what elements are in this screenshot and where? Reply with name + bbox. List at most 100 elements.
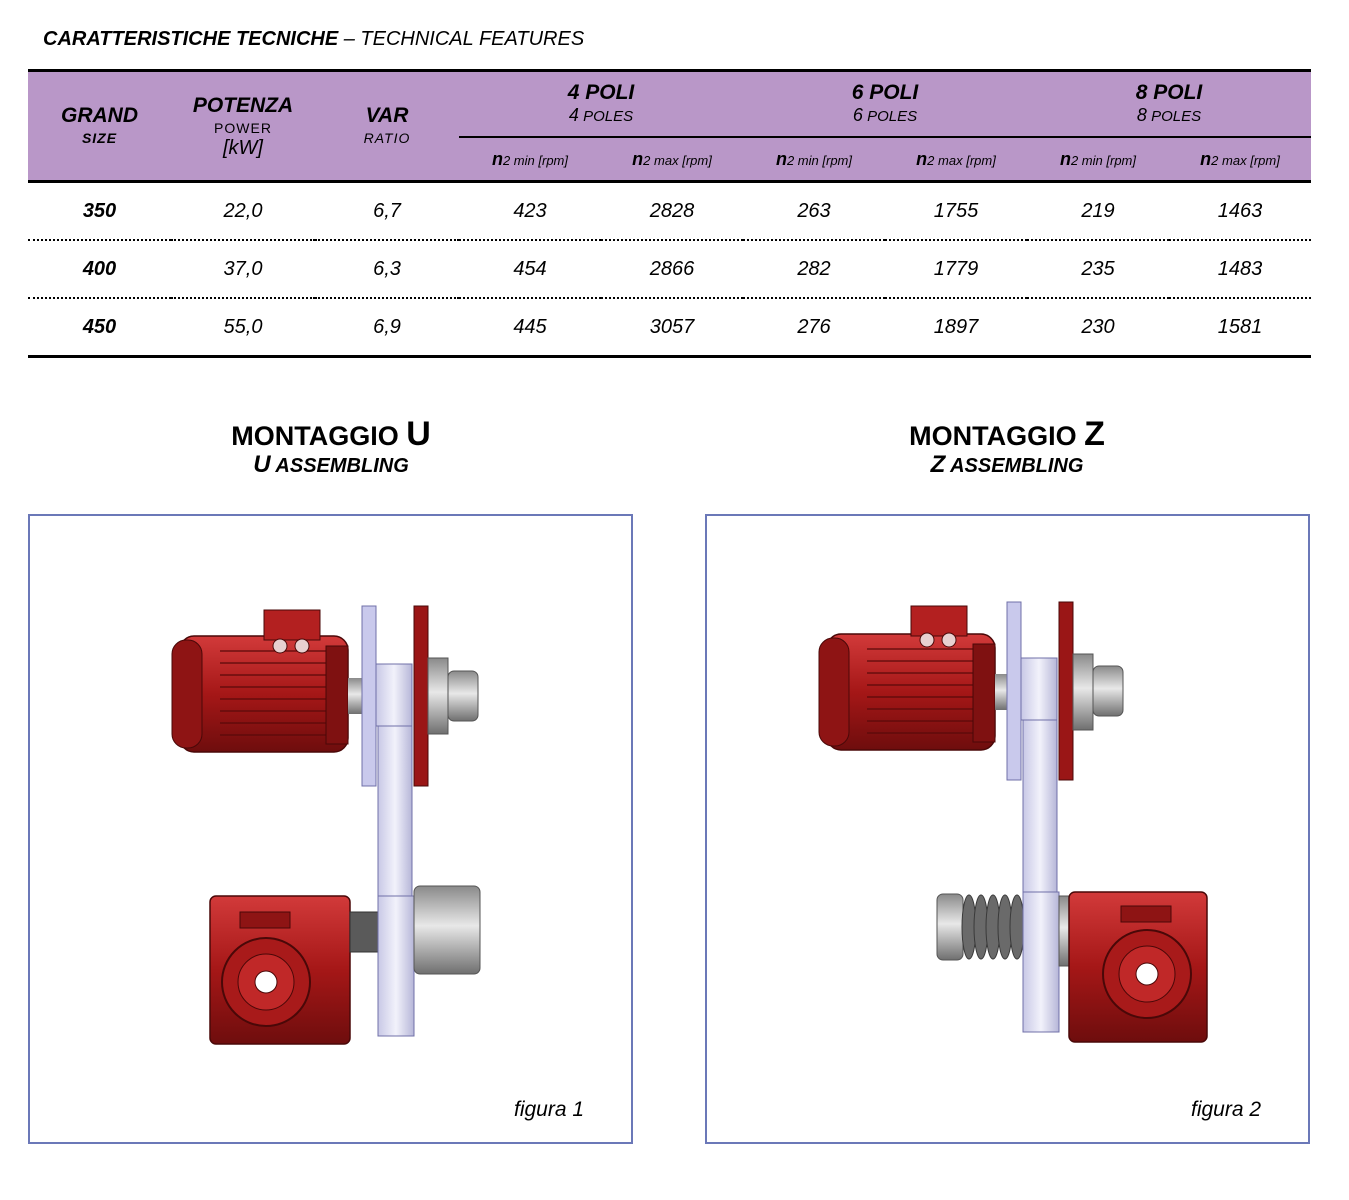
cell-value: 454 xyxy=(459,240,601,299)
rpm-unit: [rpm] xyxy=(1106,152,1137,168)
rpm-unit: [rpm] xyxy=(682,152,712,168)
cell-power: 37,0 xyxy=(171,240,315,299)
assembly-z-title: MONTAGGIO Z Z ASSEMBLING xyxy=(807,415,1207,479)
u-assembly-illustration xyxy=(171,605,481,1045)
cell-ratio: 6,7 xyxy=(315,181,459,241)
header-n2-max: n2 max [rpm] xyxy=(1169,137,1311,182)
assembly-title-text: MONTAGGIO xyxy=(909,421,1085,451)
assembly-z-subtitle: Z ASSEMBLING xyxy=(807,452,1207,479)
group-sub-text: POLES xyxy=(583,108,634,125)
header-ratio-sub: RATIO xyxy=(363,130,411,146)
cell-size: 350 xyxy=(28,181,171,241)
cell-value: 1779 xyxy=(885,240,1027,299)
header-group-4-poles: 4 POLI 4 POLES xyxy=(459,70,743,138)
cell-ratio: 6,9 xyxy=(315,298,459,358)
cell-size: 450 xyxy=(28,298,171,358)
worm-gearbox xyxy=(1068,891,1208,1043)
rpm-unit: [rpm] xyxy=(538,152,569,168)
electric-motor xyxy=(818,605,996,751)
cell-value: 1897 xyxy=(885,298,1027,358)
header-n2-max: n2 max [rpm] xyxy=(885,137,1027,182)
figure-1-caption: figura 1 xyxy=(514,1098,585,1121)
cell-value: 276 xyxy=(743,298,885,358)
group-main: 4 POLI xyxy=(567,81,635,104)
cell-value: 219 xyxy=(1027,181,1169,241)
cell-value: 235 xyxy=(1027,240,1169,299)
header-n2-min: n2 min [rpm] xyxy=(1027,137,1169,182)
group-sub-text: POLES xyxy=(1151,108,1202,125)
variator-pulley xyxy=(348,605,479,787)
n-symbol: n xyxy=(916,148,928,169)
n-max-label: 2 max xyxy=(927,152,963,168)
assembly-sub-text: ASSEMBLING xyxy=(945,455,1084,477)
header-power-sub: POWER xyxy=(214,120,272,136)
group-sub: 6 POLES xyxy=(743,105,1027,127)
cell-value: 263 xyxy=(743,181,885,241)
assembly-title-letter: Z xyxy=(1084,415,1105,453)
cell-value: 445 xyxy=(459,298,601,358)
rpm-unit: [rpm] xyxy=(822,152,853,168)
n-max-label: 2 max xyxy=(1211,152,1247,168)
cell-power: 55,0 xyxy=(171,298,315,358)
page-title: CARATTERISTICHE TECNICHE – TECHNICAL FEA… xyxy=(43,28,584,51)
header-power-unit: [kW] xyxy=(223,137,263,159)
header-size: GRAND SIZE xyxy=(28,70,171,182)
header-size-main: GRAND xyxy=(61,104,138,127)
header-group-8-poles: 8 POLI 8 POLES xyxy=(1027,70,1311,138)
group-sub-num: 8 xyxy=(1136,105,1147,125)
assembly-sub-letter: U xyxy=(253,451,271,478)
assembly-title-text: MONTAGGIO xyxy=(231,421,407,451)
electric-motor xyxy=(171,609,349,753)
header-n2-min: n2 min [rpm] xyxy=(459,137,601,182)
n-max-label: 2 max xyxy=(643,152,679,168)
assembly-u-title: MONTAGGIO U U ASSEMBLING xyxy=(131,415,531,479)
page-title-bold: CARATTERISTICHE TECNICHE xyxy=(43,28,339,50)
header-size-sub: SIZE xyxy=(81,130,118,146)
variator-pulley xyxy=(995,601,1124,781)
header-ratio-main: VAR xyxy=(365,104,409,127)
table-row: 450 55,0 6,9 445 3057 276 1897 230 1581 xyxy=(28,298,1311,358)
cell-value: 282 xyxy=(743,240,885,299)
figure-2-caption: figura 2 xyxy=(1191,1098,1262,1121)
header-group-6-poles: 6 POLI 6 POLES xyxy=(743,70,1027,138)
page-title-rest: – TECHNICAL FEATURES xyxy=(338,28,585,50)
figure-1-box: figura 1 xyxy=(28,514,633,1144)
n-min-label: 2 min xyxy=(1070,152,1103,168)
group-sub-num: 4 xyxy=(568,105,579,125)
table-row: 350 22,0 6,7 423 2828 263 1755 219 1463 xyxy=(28,181,1311,241)
table-row: 400 37,0 6,3 454 2866 282 1779 235 1483 xyxy=(28,240,1311,299)
group-sub-num: 6 xyxy=(852,105,863,125)
assembly-title-letter: U xyxy=(406,415,431,453)
header-n2-min: n2 min [rpm] xyxy=(743,137,885,182)
group-main: 8 POLI xyxy=(1135,81,1203,104)
technical-features-table: GRAND SIZE POTENZA POWER [kW] VAR RATIO … xyxy=(28,69,1311,358)
assembly-z-title-main: MONTAGGIO Z xyxy=(807,415,1207,453)
group-main: 6 POLI xyxy=(851,81,919,104)
cell-value: 230 xyxy=(1027,298,1169,358)
assembly-u-title-main: MONTAGGIO U xyxy=(131,415,531,453)
n-symbol: n xyxy=(775,148,787,169)
cell-value: 423 xyxy=(459,181,601,241)
cell-value: 1755 xyxy=(885,181,1027,241)
group-sub-text: POLES xyxy=(867,108,918,125)
assembly-sub-text: ASSEMBLING xyxy=(270,455,409,477)
group-sub: 8 POLES xyxy=(1027,105,1311,127)
n-symbol: n xyxy=(491,148,503,169)
cell-value: 1463 xyxy=(1169,181,1311,241)
n-min-label: 2 min xyxy=(786,152,819,168)
cell-value: 2866 xyxy=(601,240,743,299)
spring-loaded-pulley xyxy=(936,891,1072,1033)
cell-value: 3057 xyxy=(601,298,743,358)
worm-gearbox xyxy=(209,895,379,1045)
n-symbol: n xyxy=(632,148,644,169)
z-assembly-illustration xyxy=(818,601,1208,1043)
assembly-u-subtitle: U ASSEMBLING xyxy=(131,452,531,479)
cell-power: 22,0 xyxy=(171,181,315,241)
n-min-label: 2 min xyxy=(502,152,535,168)
cell-ratio: 6,3 xyxy=(315,240,459,299)
assembly-sub-letter: Z xyxy=(930,451,946,478)
rpm-unit: [rpm] xyxy=(1250,152,1280,168)
cell-value: 1581 xyxy=(1169,298,1311,358)
header-power: POTENZA POWER [kW] xyxy=(171,70,315,182)
figure-2-box: figura 2 xyxy=(705,514,1310,1144)
